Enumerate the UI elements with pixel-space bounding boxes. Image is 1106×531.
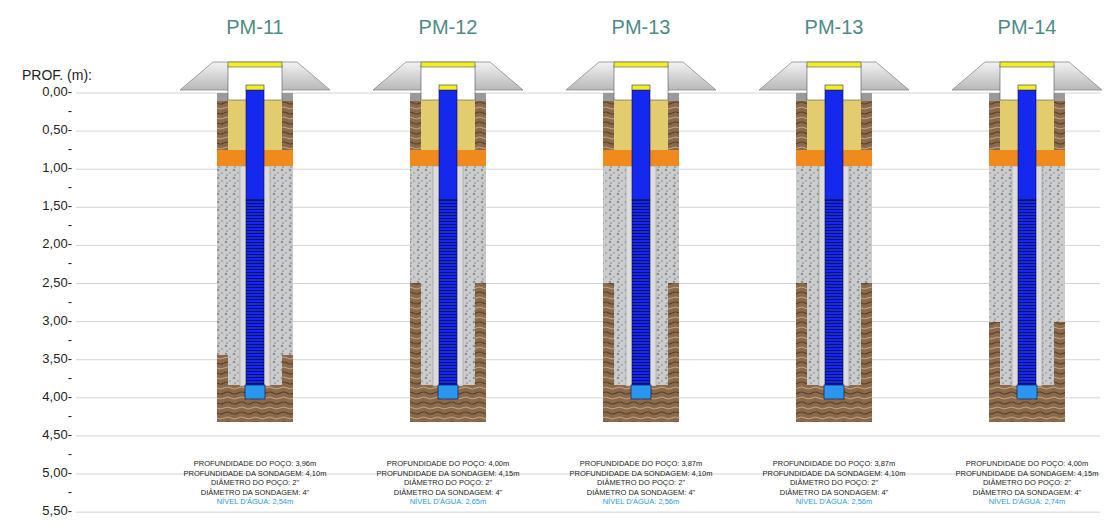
well-title: PM-13 [805, 16, 864, 38]
well-spec: DIÂMETRO DO POÇO: 2" [404, 479, 492, 487]
minor-tick: - [68, 180, 72, 194]
well-spec: PROFUNDIDADE DA SONDAGEM: 4,10m [763, 470, 906, 478]
depth-label: 1,50- [42, 199, 72, 213]
well-spec: DIÂMETRO DA SONDAGEM: 4" [394, 489, 503, 497]
well-spec: DIÂMETRO DA SONDAGEM: 4" [780, 489, 889, 497]
well-screen [1018, 200, 1036, 385]
well-spec: PROFUNDIDADE DA SONDAGEM: 4,10m [184, 470, 327, 478]
well-spec: PROFUNDIDADE DO POÇO: 4,00m [966, 460, 1089, 468]
depth-label: 0,50- [42, 123, 72, 137]
well-spec: DIÂMETRO DA SONDAGEM: 4" [973, 489, 1082, 497]
cover-lid [228, 62, 282, 67]
monitoring-well [952, 62, 1102, 422]
minor-tick: - [68, 371, 72, 385]
pipe-cap [825, 85, 843, 90]
water-level: NÍVEL D'ÁGUA: 2,54m [217, 498, 294, 506]
blank-casing [632, 90, 650, 200]
well-sump [438, 385, 458, 399]
minor-tick: - [68, 142, 72, 156]
monitoring-well [759, 62, 909, 422]
grid-line [76, 435, 1100, 436]
blank-casing [246, 90, 264, 200]
blank-casing [439, 90, 457, 200]
well-spec: DIÂMETRO DO POÇO: 2" [211, 479, 299, 487]
well-spec: PROFUNDIDADE DO POÇO: 3,96m [194, 460, 317, 468]
well-screen [439, 200, 457, 385]
well-spec: PROFUNDIDADE DA SONDAGEM: 4,15m [956, 470, 1099, 478]
well-screen [632, 200, 650, 385]
well-screen [825, 200, 843, 385]
well-sump [631, 385, 651, 399]
well-title: PM-11 [226, 16, 283, 38]
depth-label: 4,50- [42, 428, 72, 442]
depth-label: 1,00- [42, 161, 72, 175]
well-screen [246, 200, 264, 385]
pipe-cap [246, 85, 264, 90]
well-sump [245, 385, 265, 399]
cover-lid [614, 62, 668, 67]
well-spec: DIÂMETRO DO POÇO: 2" [983, 479, 1071, 487]
minor-tick: - [68, 485, 72, 499]
well-title: PM-13 [612, 16, 671, 38]
monitoring-well [566, 62, 716, 422]
depth-label: 0,00- [42, 85, 72, 99]
monitoring-well [180, 62, 330, 422]
well-sump [824, 385, 844, 399]
well-spec: PROFUNDIDADE DO POÇO: 3,87m [773, 460, 896, 468]
depth-label: 5,50- [42, 504, 72, 518]
well-spec: PROFUNDIDADE DA SONDAGEM: 4,10m [570, 470, 713, 478]
water-level: NÍVEL D'ÁGUA: 2,56m [603, 498, 680, 506]
water-level: NÍVEL D'ÁGUA: 2,56m [796, 498, 873, 506]
blank-casing [825, 90, 843, 200]
well-spec: PROFUNDIDADE DO POÇO: 3,87m [580, 460, 703, 468]
minor-tick: - [68, 256, 72, 270]
cover-lid [807, 62, 861, 67]
minor-tick: - [68, 333, 72, 347]
well-spec: DIÂMETRO DO POÇO: 2" [790, 479, 878, 487]
depth-label: 2,00- [42, 237, 72, 251]
depth-label: 4,00- [42, 390, 72, 404]
minor-tick: - [68, 409, 72, 423]
well-spec: DIÂMETRO DA SONDAGEM: 4" [587, 489, 696, 497]
minor-tick: - [68, 104, 72, 118]
minor-tick: - [68, 218, 72, 232]
water-level: NÍVEL D'ÁGUA: 2,65m [410, 498, 487, 506]
pipe-cap [632, 85, 650, 90]
well-spec: PROFUNDIDADE DA SONDAGEM: 4,15m [377, 470, 520, 478]
well-title: PM-14 [998, 16, 1057, 38]
depth-label: 5,00- [42, 466, 72, 480]
pipe-cap [439, 85, 457, 90]
blank-casing [1018, 90, 1036, 200]
monitoring-well [373, 62, 523, 422]
depth-label: 3,00- [42, 314, 72, 328]
minor-tick: - [68, 447, 72, 461]
well-sump [1017, 385, 1037, 399]
water-level: NÍVEL D'ÁGUA: 2,74m [989, 498, 1066, 506]
cover-lid [421, 62, 475, 67]
well-title: PM-12 [419, 16, 478, 38]
well-spec: DIÂMETRO DA SONDAGEM: 4" [201, 489, 310, 497]
cover-lid [1000, 62, 1054, 67]
pipe-cap [1018, 85, 1036, 90]
minor-tick: - [68, 295, 72, 309]
well-spec: PROFUNDIDADE DO POÇO: 4,00m [387, 460, 510, 468]
well-spec: DIÂMETRO DO POÇO: 2" [597, 479, 685, 487]
depth-label: 2,50- [42, 276, 72, 290]
depth-label: 3,50- [42, 352, 72, 366]
axis-title: PROF. (m): [22, 68, 92, 83]
grid-line [76, 512, 1100, 513]
